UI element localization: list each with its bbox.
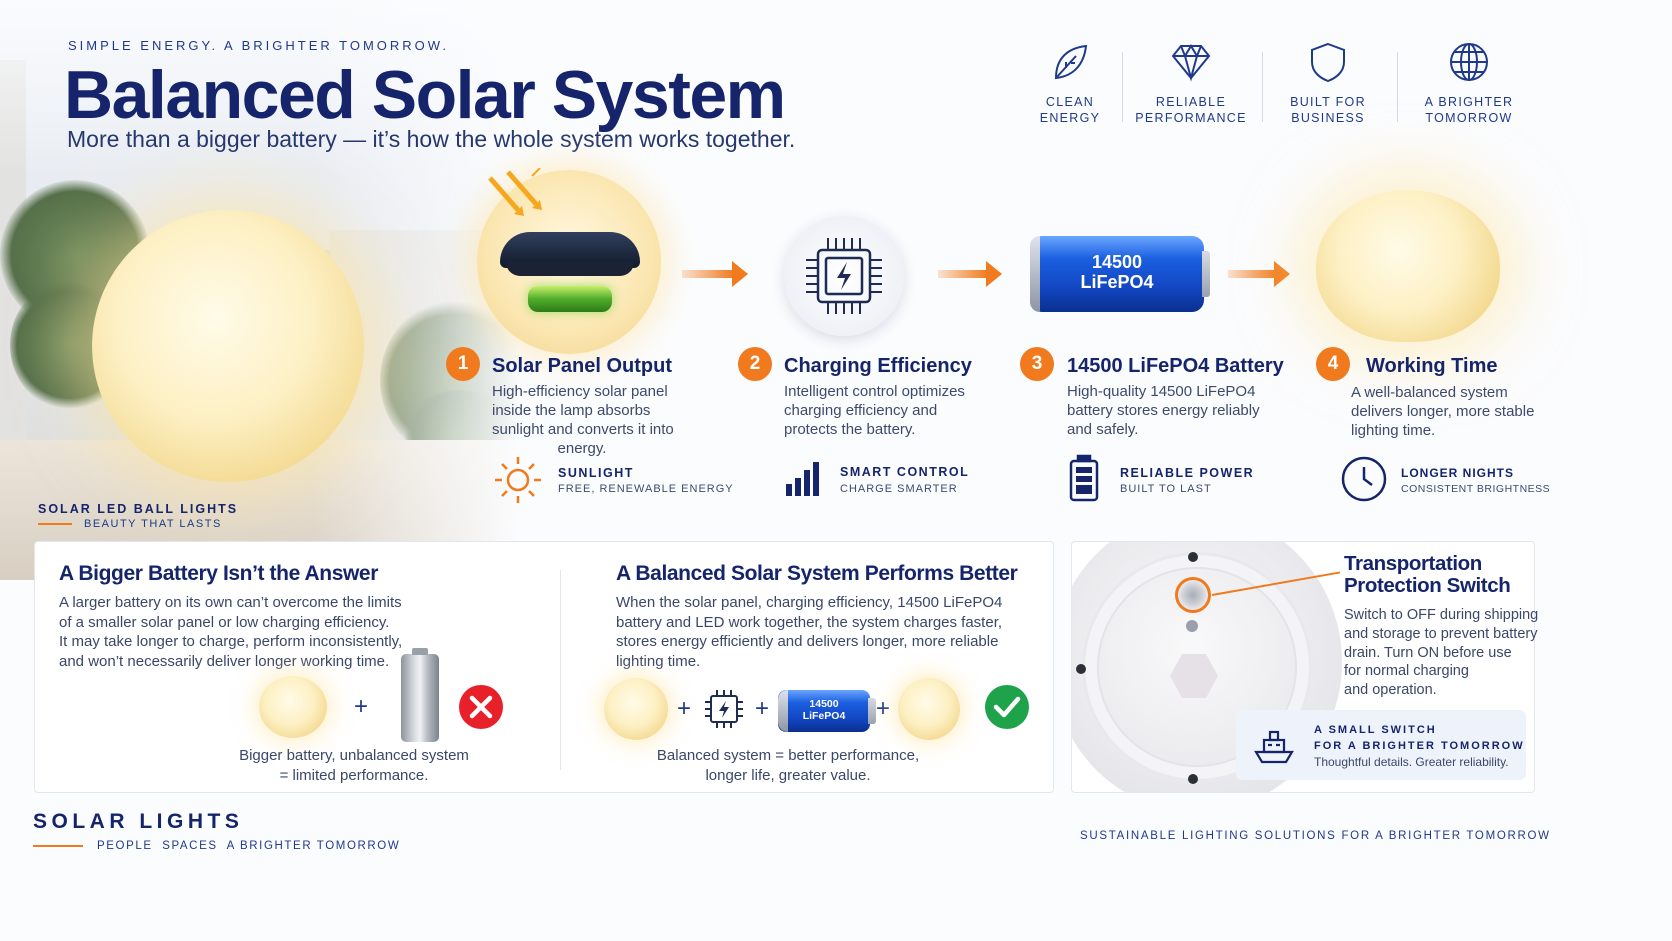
switch-note-title: A SMALL SWITCH FOR A BRIGHTER TOMORROW bbox=[1314, 724, 1525, 752]
screw-hole-small bbox=[1186, 620, 1198, 632]
tagline: SIMPLE ENERGY. A BRIGHTER TOMORROW. bbox=[68, 38, 449, 53]
mini-lifepo4-battery: 14500 LiFePO4 bbox=[778, 690, 876, 732]
sun-rays-icon bbox=[488, 168, 542, 216]
ship-icon bbox=[1254, 730, 1294, 764]
leaf-icon bbox=[1054, 44, 1088, 80]
chip-icon bbox=[806, 238, 882, 314]
signal-bars-icon bbox=[786, 462, 819, 496]
step-4-feature-sub: CONSISTENT BRIGHTNESS bbox=[1401, 483, 1551, 495]
green-battery-icon bbox=[528, 286, 612, 312]
mini-chip-icon bbox=[705, 690, 743, 728]
switch-note-sub: Thoughtful details. Greater reliability. bbox=[1314, 755, 1509, 769]
flow-arrow-3 bbox=[1228, 261, 1290, 287]
footer-brand-sub: PEOPLE SPACES A BRIGHTER TOMORROW bbox=[97, 840, 401, 852]
flow-arrow-1 bbox=[682, 261, 748, 287]
comparison-divider bbox=[560, 570, 561, 770]
screw-hole-top bbox=[1188, 552, 1198, 562]
card-left-text: A larger battery on its own can’t overco… bbox=[59, 594, 403, 670]
step-3-desc: High-quality 14500 LiFePO4 battery store… bbox=[1067, 383, 1260, 438]
protection-switch[interactable] bbox=[1175, 577, 1211, 613]
lifepo4-battery: 14500 LiFePO4 bbox=[1030, 236, 1210, 312]
card-mid-title: A Balanced Solar System Performs Better bbox=[616, 562, 1018, 585]
step-1-feature-sub: FREE, RENEWABLE ENERGY bbox=[558, 483, 734, 495]
battery-label-line2: LiFePO4 bbox=[1080, 272, 1154, 292]
card-mid-text: When the solar panel, charging efficienc… bbox=[616, 594, 1003, 670]
battery-icon bbox=[1069, 454, 1099, 502]
big-gray-battery bbox=[401, 654, 439, 742]
step-4-title: Working Time bbox=[1366, 355, 1498, 377]
card-left-title: A Bigger Battery Isn’t the Answer bbox=[59, 562, 378, 585]
step-2-feature-sub: CHARGE SMARTER bbox=[840, 483, 958, 495]
card-left-caption: Bigger battery, unbalanced system = limi… bbox=[239, 747, 469, 784]
diamond-icon bbox=[1171, 44, 1211, 82]
step-3-number: 3 bbox=[1020, 347, 1054, 381]
hero-label-line bbox=[38, 523, 72, 525]
working-ball-light bbox=[1316, 190, 1500, 342]
big-gray-battery-cap bbox=[412, 648, 428, 655]
screw-hole-left bbox=[1076, 664, 1086, 674]
plus-sign: + bbox=[354, 693, 369, 720]
screw-hole-bottom bbox=[1188, 774, 1198, 784]
step-1-title: Solar Panel Output bbox=[492, 355, 673, 377]
cross-icon bbox=[459, 685, 503, 729]
hero-sublabel: BEAUTY THAT LASTS bbox=[84, 518, 222, 530]
solar-panel-base bbox=[506, 262, 634, 276]
page-title: Balanced Solar System bbox=[64, 57, 786, 133]
comparison-card bbox=[34, 541, 1054, 793]
check-icon bbox=[985, 685, 1029, 729]
step-3-feature-sub: BUILT TO LAST bbox=[1120, 483, 1212, 495]
footer-slogan: SUSTAINABLE LIGHTING SOLUTIONS FOR A BRI… bbox=[1080, 830, 1551, 842]
balanced-ball-light-2 bbox=[898, 678, 960, 740]
step-3-feature-title: RELIABLE POWER bbox=[1120, 466, 1255, 480]
step-2-number: 2 bbox=[738, 347, 772, 381]
step-4-desc: A well-balanced system delivers longer, … bbox=[1351, 384, 1535, 439]
step-2-feature-title: SMART CONTROL bbox=[840, 465, 970, 479]
balanced-ball-light-1 bbox=[604, 678, 668, 740]
globe-icon bbox=[1450, 43, 1488, 81]
hero-ball-light bbox=[92, 210, 364, 482]
step-2-title: Charging Efficiency bbox=[784, 355, 972, 377]
plus-sign-1: + bbox=[677, 695, 692, 722]
step-1-desc: High-efficiency solar panel inside the l… bbox=[492, 383, 674, 457]
footer-brand-line bbox=[33, 845, 83, 847]
card-mid-caption: Balanced system = better performance, lo… bbox=[656, 747, 920, 784]
hero-label: SOLAR LED BALL LIGHTS bbox=[38, 502, 239, 516]
step-1-number: 1 bbox=[446, 347, 480, 381]
page-subtitle: More than a bigger battery — it’s how th… bbox=[67, 126, 796, 152]
step-3-title: 14500 LiFePO4 Battery bbox=[1067, 355, 1284, 377]
sun-icon bbox=[495, 457, 541, 503]
plus-sign-2: + bbox=[755, 695, 770, 722]
card-right-title: Transportation Protection Switch bbox=[1344, 552, 1511, 597]
step-2-desc: Intelligent control optimizes charging e… bbox=[784, 383, 965, 438]
plus-sign-3: + bbox=[876, 695, 891, 722]
unbalanced-ball-light bbox=[259, 676, 327, 738]
flow-arrow-2 bbox=[938, 261, 1002, 287]
step-1-feature-title: SUNLIGHT bbox=[558, 466, 634, 480]
step-4-feature-title: LONGER NIGHTS bbox=[1401, 466, 1515, 480]
clock-icon bbox=[1341, 456, 1387, 502]
shield-icon bbox=[1311, 42, 1345, 83]
card-right-text: Switch to OFF during shipping and storag… bbox=[1344, 607, 1539, 699]
battery-label-line1: 14500 bbox=[1091, 252, 1143, 272]
footer-brand: SOLAR LIGHTS bbox=[33, 810, 244, 833]
step-4-number: 4 bbox=[1316, 347, 1350, 381]
